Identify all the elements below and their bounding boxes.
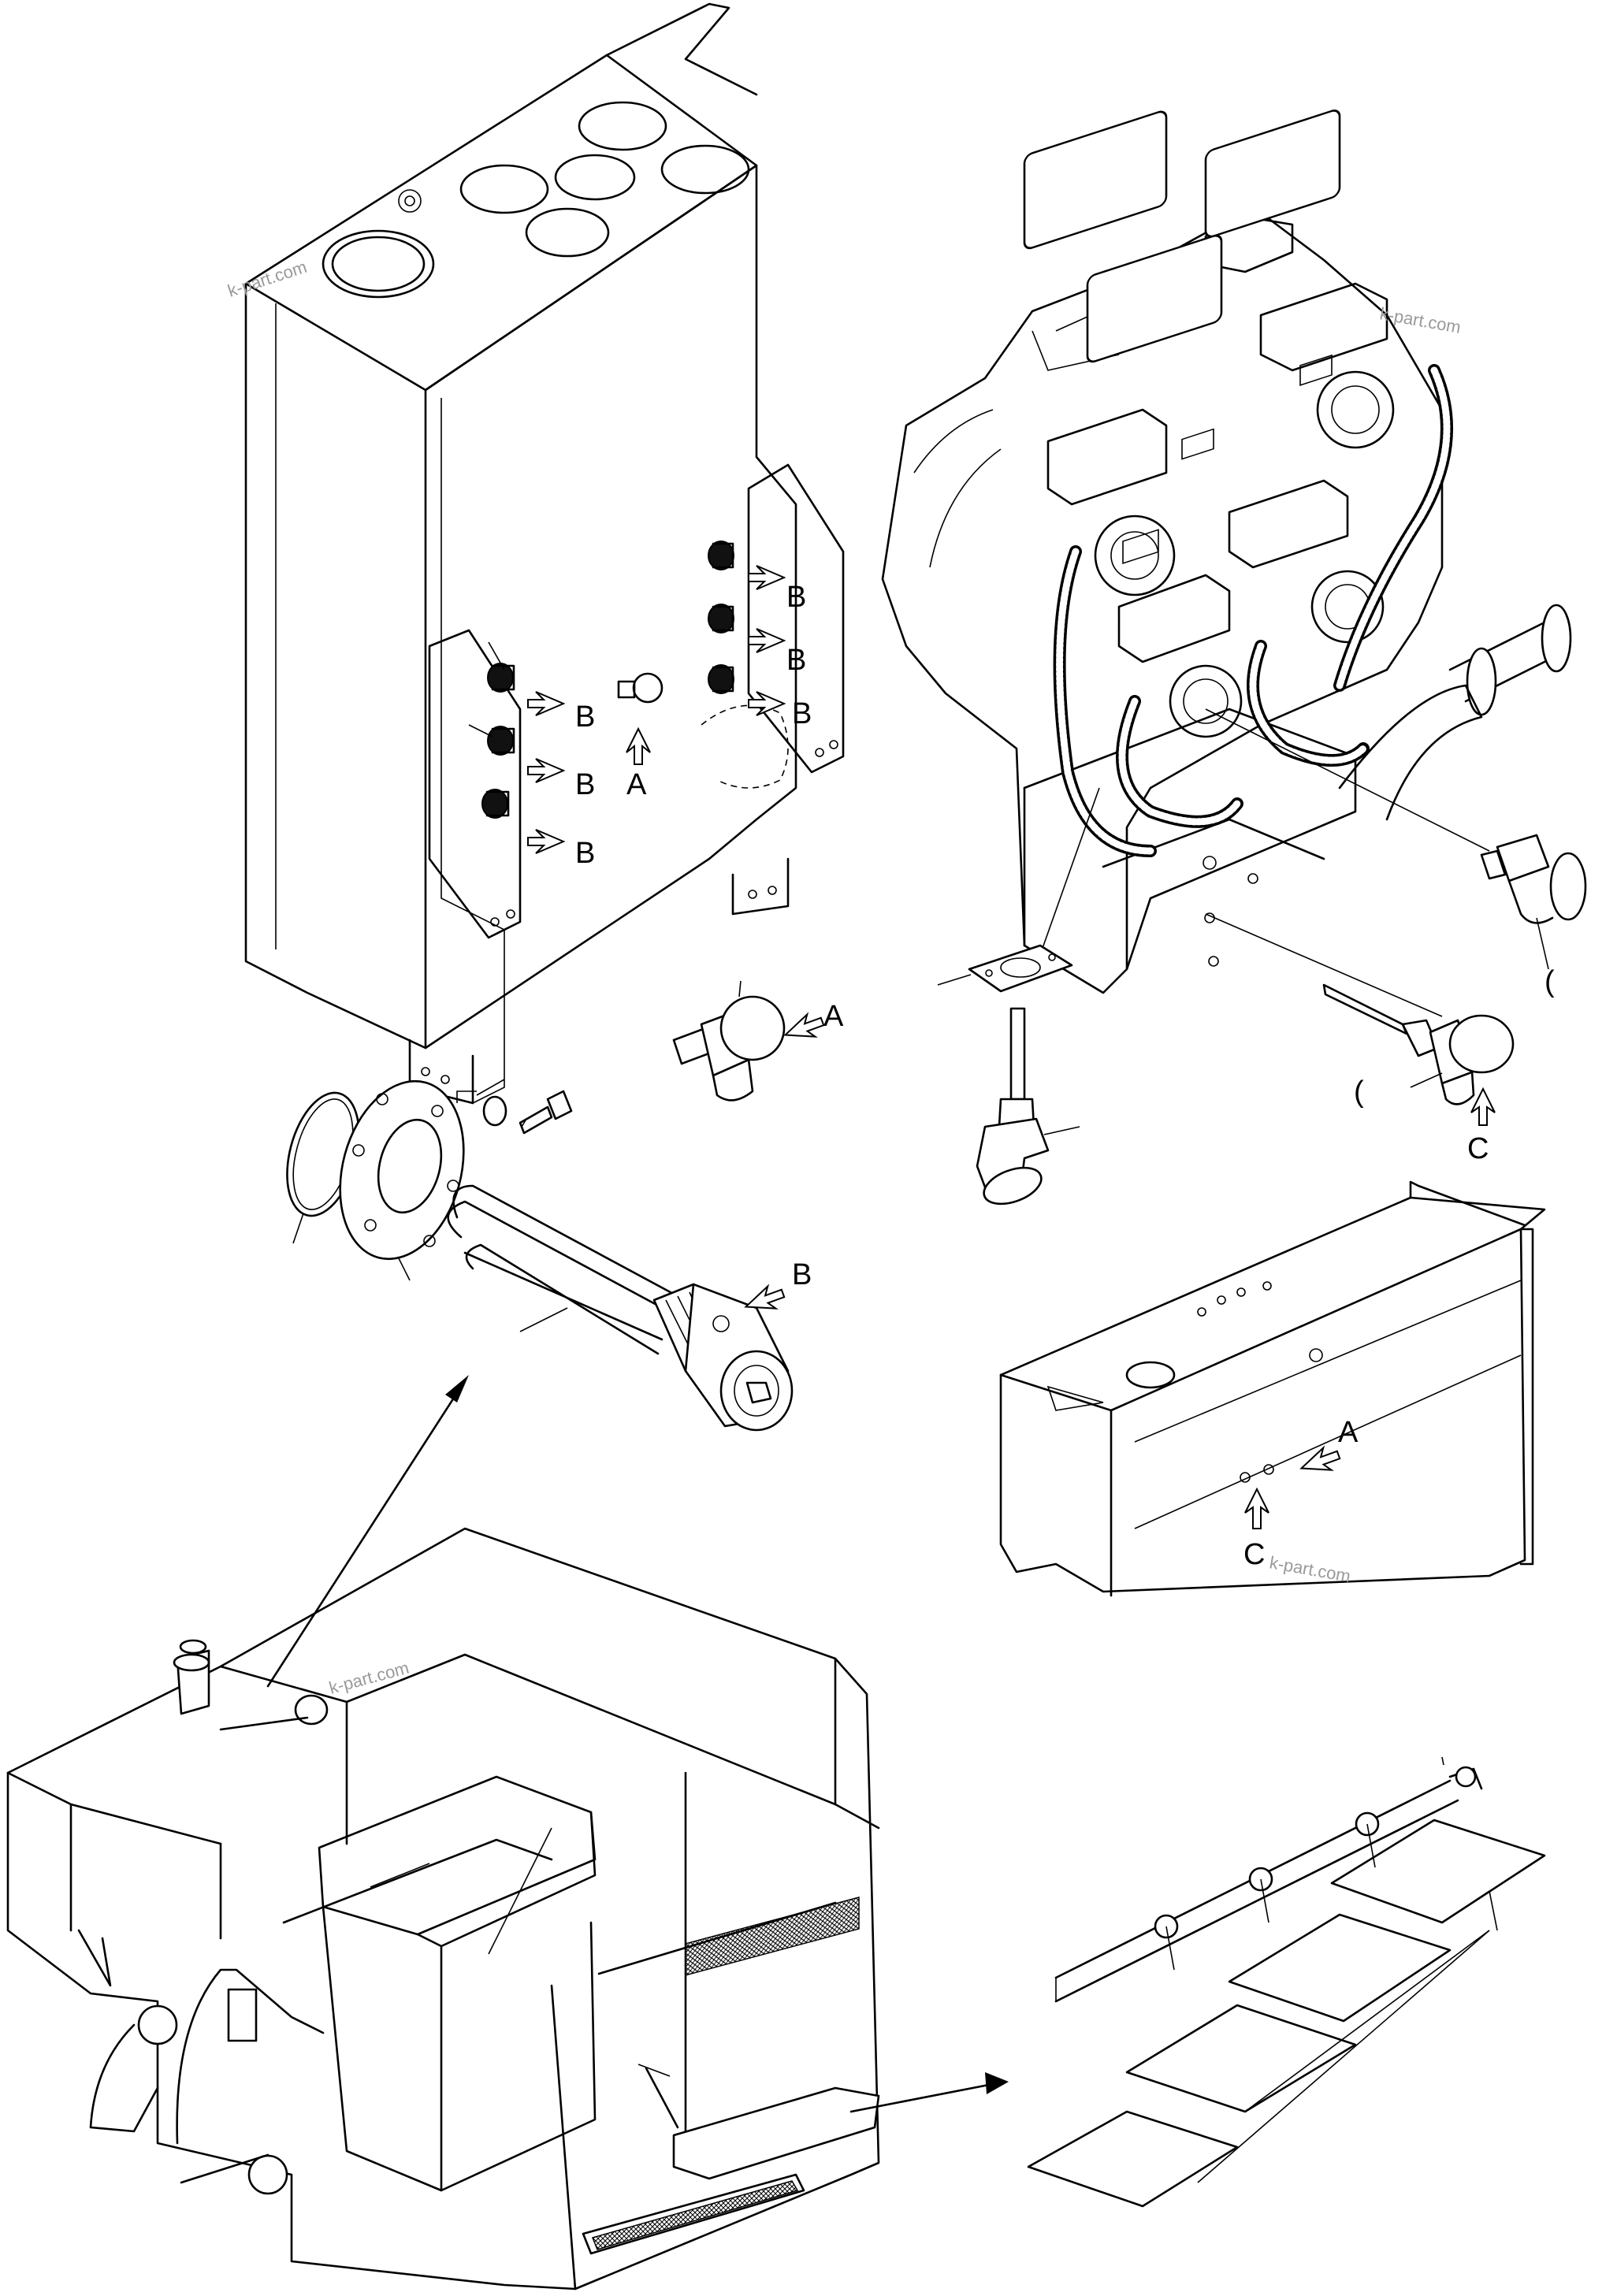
label-b4: B (575, 700, 595, 734)
machine-overview (6, 1527, 880, 2290)
thermostat-a-exploded (672, 980, 786, 1102)
pointer-arrow-heater (266, 1375, 469, 1688)
thermometer-fitting (976, 1007, 1080, 1206)
temperature-sensor-c1 (1480, 834, 1587, 970)
temperature-sensor-c2 (1322, 983, 1515, 1105)
step-plates-detail (1027, 1756, 1546, 2208)
label-cut2: ( (1354, 1076, 1364, 1109)
pump-unit-2 (1023, 110, 1176, 596)
outlet-pipe (1338, 604, 1572, 821)
tank-fitting-b6 (481, 789, 510, 819)
label-a2: A (823, 1000, 844, 1033)
label-b6: B (575, 837, 595, 870)
label-b2: B (786, 644, 806, 677)
arrow-c2 (1470, 1087, 1496, 1126)
auxiliary-tank (999, 1180, 1546, 1597)
tank-callout-arrows (527, 565, 786, 854)
watermark-3: k-part.com (1268, 1552, 1352, 1586)
label-b5: B (575, 768, 595, 801)
pump-gearbox-assembly (881, 110, 1572, 1017)
watermark-4: k-part.com (327, 1658, 411, 1698)
tank-fitting-b1 (708, 541, 734, 570)
flange-gasket (937, 944, 1073, 993)
tank-thermostat-a (617, 672, 664, 704)
label-cut1: ( (1545, 965, 1555, 998)
label-b1: B (786, 581, 806, 614)
label-a1: A (626, 768, 647, 801)
arrow-a2 (783, 1012, 825, 1038)
pump-unit-1 (1316, 370, 1395, 449)
arrow-a3 (1299, 1445, 1341, 1471)
immersion-heater (447, 1184, 794, 1432)
hydraulic-tank (244, 2, 845, 1105)
arrow-b7 (744, 1284, 786, 1310)
label-c2: C (1467, 1132, 1489, 1165)
mounting-flange (339, 1079, 465, 1281)
label-a3: A (1338, 1416, 1359, 1449)
label-b7: B (792, 1258, 812, 1291)
watermark-1: k-part.com (225, 257, 310, 301)
pump-unit-4 (1086, 234, 1243, 738)
label-b3: B (792, 697, 812, 730)
tank-fitting-b2 (708, 604, 734, 633)
lock-washer (476, 1079, 507, 1127)
flange-bolt (519, 1090, 573, 1135)
tank-fitting-b4 (487, 663, 515, 693)
tank-fitting-b3 (708, 664, 734, 694)
arrow-c3 (1244, 1487, 1269, 1529)
tank-fitting-b5 (487, 726, 515, 756)
label-c3: C (1243, 1538, 1265, 1571)
watermark-2: k-part.com (1378, 303, 1463, 337)
pointer-arrow-steps (849, 2072, 1009, 2113)
